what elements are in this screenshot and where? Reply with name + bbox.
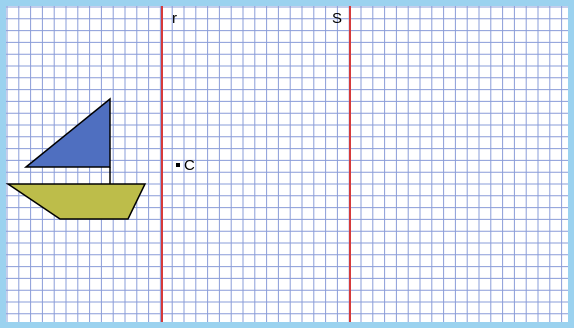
mirror-line-s-label: S: [332, 10, 342, 27]
point-c-label: C: [184, 157, 195, 174]
mirror-line-r-label: r: [172, 10, 177, 27]
sail-triangle: [23, 97, 111, 168]
point-c-marker: [176, 163, 180, 167]
hull-trapezoid: [5, 183, 147, 220]
